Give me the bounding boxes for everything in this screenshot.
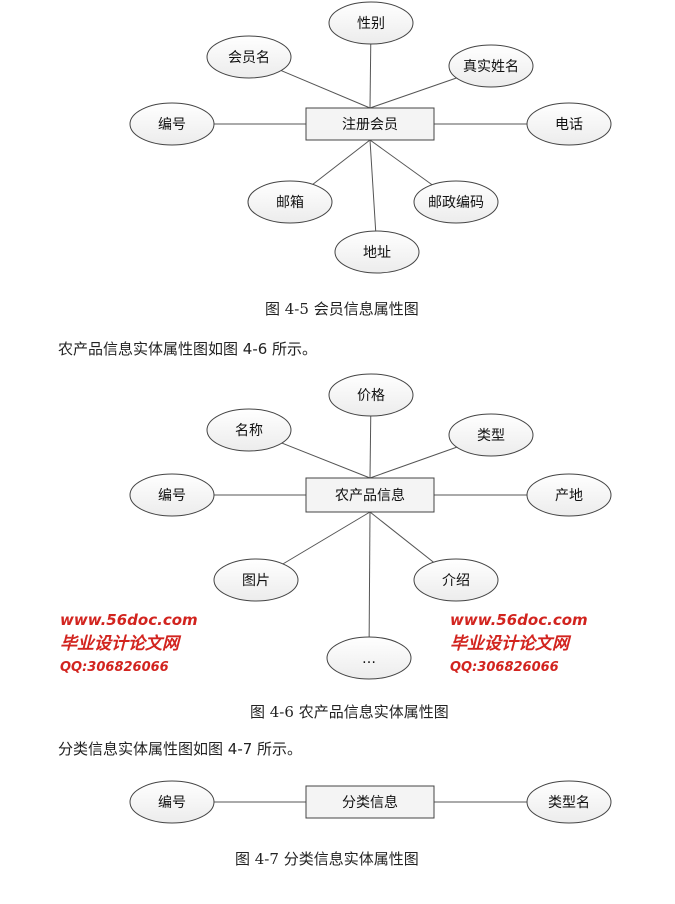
attribute-ellipse	[526, 473, 612, 517]
attribute-ellipse	[129, 473, 215, 517]
attribute-label: 介绍	[442, 573, 470, 589]
attribute-ellipse	[413, 558, 499, 602]
attribute-label: 编号	[158, 117, 186, 133]
attribute-ellipse	[213, 558, 299, 602]
entity-label: 分类信息	[342, 794, 398, 811]
attribute-ellipse	[334, 230, 420, 274]
attribute-ellipse	[326, 636, 412, 680]
attribute-ellipse	[247, 180, 333, 224]
attribute-ellipse	[206, 408, 292, 452]
attribute-label: 图片	[242, 573, 270, 589]
entity-box	[305, 477, 435, 513]
attribute-label: 价格	[357, 388, 385, 404]
figure-caption-4-7: 图 4-7 分类信息实体属性图	[235, 850, 419, 868]
attribute-ellipse	[328, 1, 414, 45]
attribute-ellipse	[206, 35, 292, 79]
entity-box	[305, 785, 435, 819]
attribute-label: 名称	[235, 423, 263, 439]
watermark-name: 毕业设计论文网	[60, 634, 179, 654]
attribute-label: 地址	[363, 245, 391, 261]
attribute-label: 类型名	[548, 795, 590, 811]
watermark-site-2: www.56doc.com	[450, 611, 588, 629]
attribute-label: 编号	[158, 488, 186, 504]
attribute-label: 邮箱	[276, 195, 304, 211]
attribute-label: 性别	[357, 16, 385, 32]
attribute-label: 产地	[555, 488, 583, 504]
attribute-ellipse	[448, 44, 534, 88]
entity-label: 农产品信息	[335, 487, 405, 504]
figure-caption-4-5: 图 4-5 会员信息属性图	[265, 300, 419, 318]
attribute-label: 邮政编码	[428, 195, 484, 211]
attribute-ellipse	[328, 373, 414, 417]
attribute-ellipse	[129, 780, 215, 824]
paragraph-4-7-intro: 分类信息实体属性图如图 4-7 所示。	[58, 740, 303, 758]
attribute-label: …	[362, 651, 376, 667]
attribute-ellipse	[413, 180, 499, 224]
connector-line	[368, 511, 371, 659]
attribute-ellipse	[448, 413, 534, 457]
attribute-label: 编号	[158, 795, 186, 811]
attribute-label: 类型	[477, 428, 505, 444]
attribute-label: 会员名	[228, 50, 270, 66]
entity-label: 注册会员	[342, 117, 398, 133]
watermark-qq: QQ:306826066	[60, 660, 169, 675]
attribute-label: 真实姓名	[463, 59, 519, 75]
attribute-ellipse	[526, 102, 612, 146]
figure-caption-4-6: 图 4-6 农产品信息实体属性图	[250, 703, 449, 721]
watermark-name-2: 毕业设计论文网	[450, 634, 569, 654]
attribute-label: 电话	[555, 117, 583, 133]
attribute-ellipse	[129, 102, 215, 146]
watermark-site: www.56doc.com	[60, 611, 198, 629]
attribute-ellipse	[526, 780, 612, 824]
watermark-qq-2: QQ:306826066	[450, 660, 559, 675]
entity-box	[305, 107, 435, 141]
paragraph-4-6-intro: 农产品信息实体属性图如图 4-6 所示。	[58, 340, 318, 358]
